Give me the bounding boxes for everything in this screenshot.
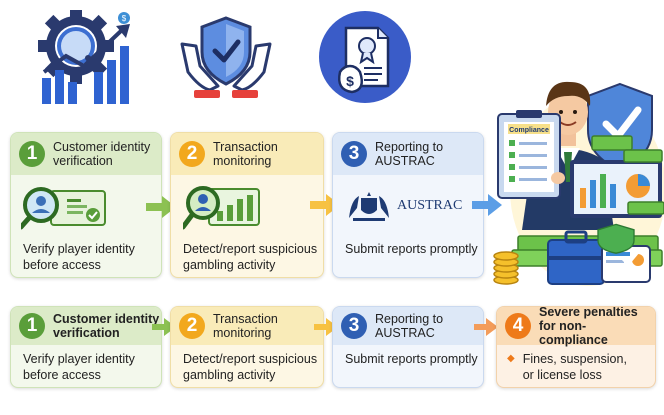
row1-step1-header: 1 Customer identity verification: [11, 133, 161, 175]
row2-step2-header: 2 Transaction monitoring: [171, 307, 323, 345]
compliance-officer-illustration: Compliance: [492, 60, 664, 288]
identity-scan-icon: [18, 185, 109, 231]
compliance-document-icon: $: [318, 10, 412, 104]
austrac-logo: AUSTRAC: [343, 189, 479, 223]
row2-step4-card: 4 Severe penalties for non-compliance ◆ …: [496, 306, 656, 388]
row1-step2-card: 2 Transaction monitoring Detect/report s…: [170, 132, 324, 278]
step-description: Verify player identity before access: [23, 352, 135, 382]
coat-of-arms-icon: [349, 192, 389, 221]
transaction-monitor-icon: [180, 183, 263, 233]
step-title: Transaction monitoring: [213, 140, 278, 168]
step-description: Detect/report suspicious gambling activi…: [183, 352, 318, 382]
step-description: Verify player identity before access: [23, 242, 135, 272]
row1-step1-card: 1 Customer identity verification Verify …: [10, 132, 162, 278]
step-number-badge: 3: [341, 141, 367, 167]
step-title: Reporting to AUSTRAC: [375, 312, 444, 340]
step-number-badge: 1: [19, 313, 45, 339]
step-title: Customer identity verification: [53, 312, 160, 340]
bullet-diamond-icon: ◆: [507, 353, 515, 364]
row2-step2-card: 2 Transaction monitoring Detect/report s…: [170, 306, 324, 388]
arrow-right-icon: [472, 194, 502, 216]
step-title: Transaction monitoring: [213, 312, 278, 340]
step-description: ◆ Fines, suspension, or license loss: [507, 352, 627, 382]
step-description: Submit reports promptly: [345, 242, 478, 256]
arrow-right-icon: [474, 318, 498, 336]
step-title: Customer identity verification: [53, 140, 151, 168]
arrow-right-icon: [146, 196, 176, 218]
step-number-badge: 3: [341, 313, 367, 339]
row2-step3-header: 3 Reporting to AUSTRAC: [333, 307, 483, 345]
protected-shield-hands-icon: [178, 14, 274, 104]
row2-step3-card: 3 Reporting to AUSTRAC Submit reports pr…: [332, 306, 484, 388]
svg-text:$: $: [122, 14, 127, 23]
step-number-badge: 2: [179, 313, 205, 339]
step-number-badge: 2: [179, 141, 205, 167]
row2-step1-header: 1 Customer identity verification: [11, 307, 161, 345]
row1-step2-header: 2 Transaction monitoring: [171, 133, 323, 175]
step-number-badge: 1: [19, 141, 45, 167]
austrac-wordmark: AUSTRAC: [397, 198, 463, 213]
row2-step1-card: 1 Customer identity verification Verify …: [10, 306, 162, 388]
row1-step3-card: 3 Reporting to AUSTRAC AUSTRAC Submit re…: [332, 132, 484, 278]
step-description: Submit reports promptly: [345, 352, 478, 366]
step-title: Severe penalties for non-compliance: [539, 306, 638, 347]
step-description: Detect/report suspicious gambling activi…: [183, 242, 318, 272]
svg-text:$: $: [346, 73, 354, 89]
analytics-search-icon: $: [38, 8, 138, 106]
row2-step4-header: 4 Severe penalties for non-compliance: [497, 306, 655, 347]
step-number-badge: 4: [505, 313, 531, 339]
row1-step3-header: 3 Reporting to AUSTRAC: [333, 133, 483, 175]
clipboard-label: Compliance: [509, 127, 549, 134]
step-title: Reporting to AUSTRAC: [375, 140, 444, 168]
